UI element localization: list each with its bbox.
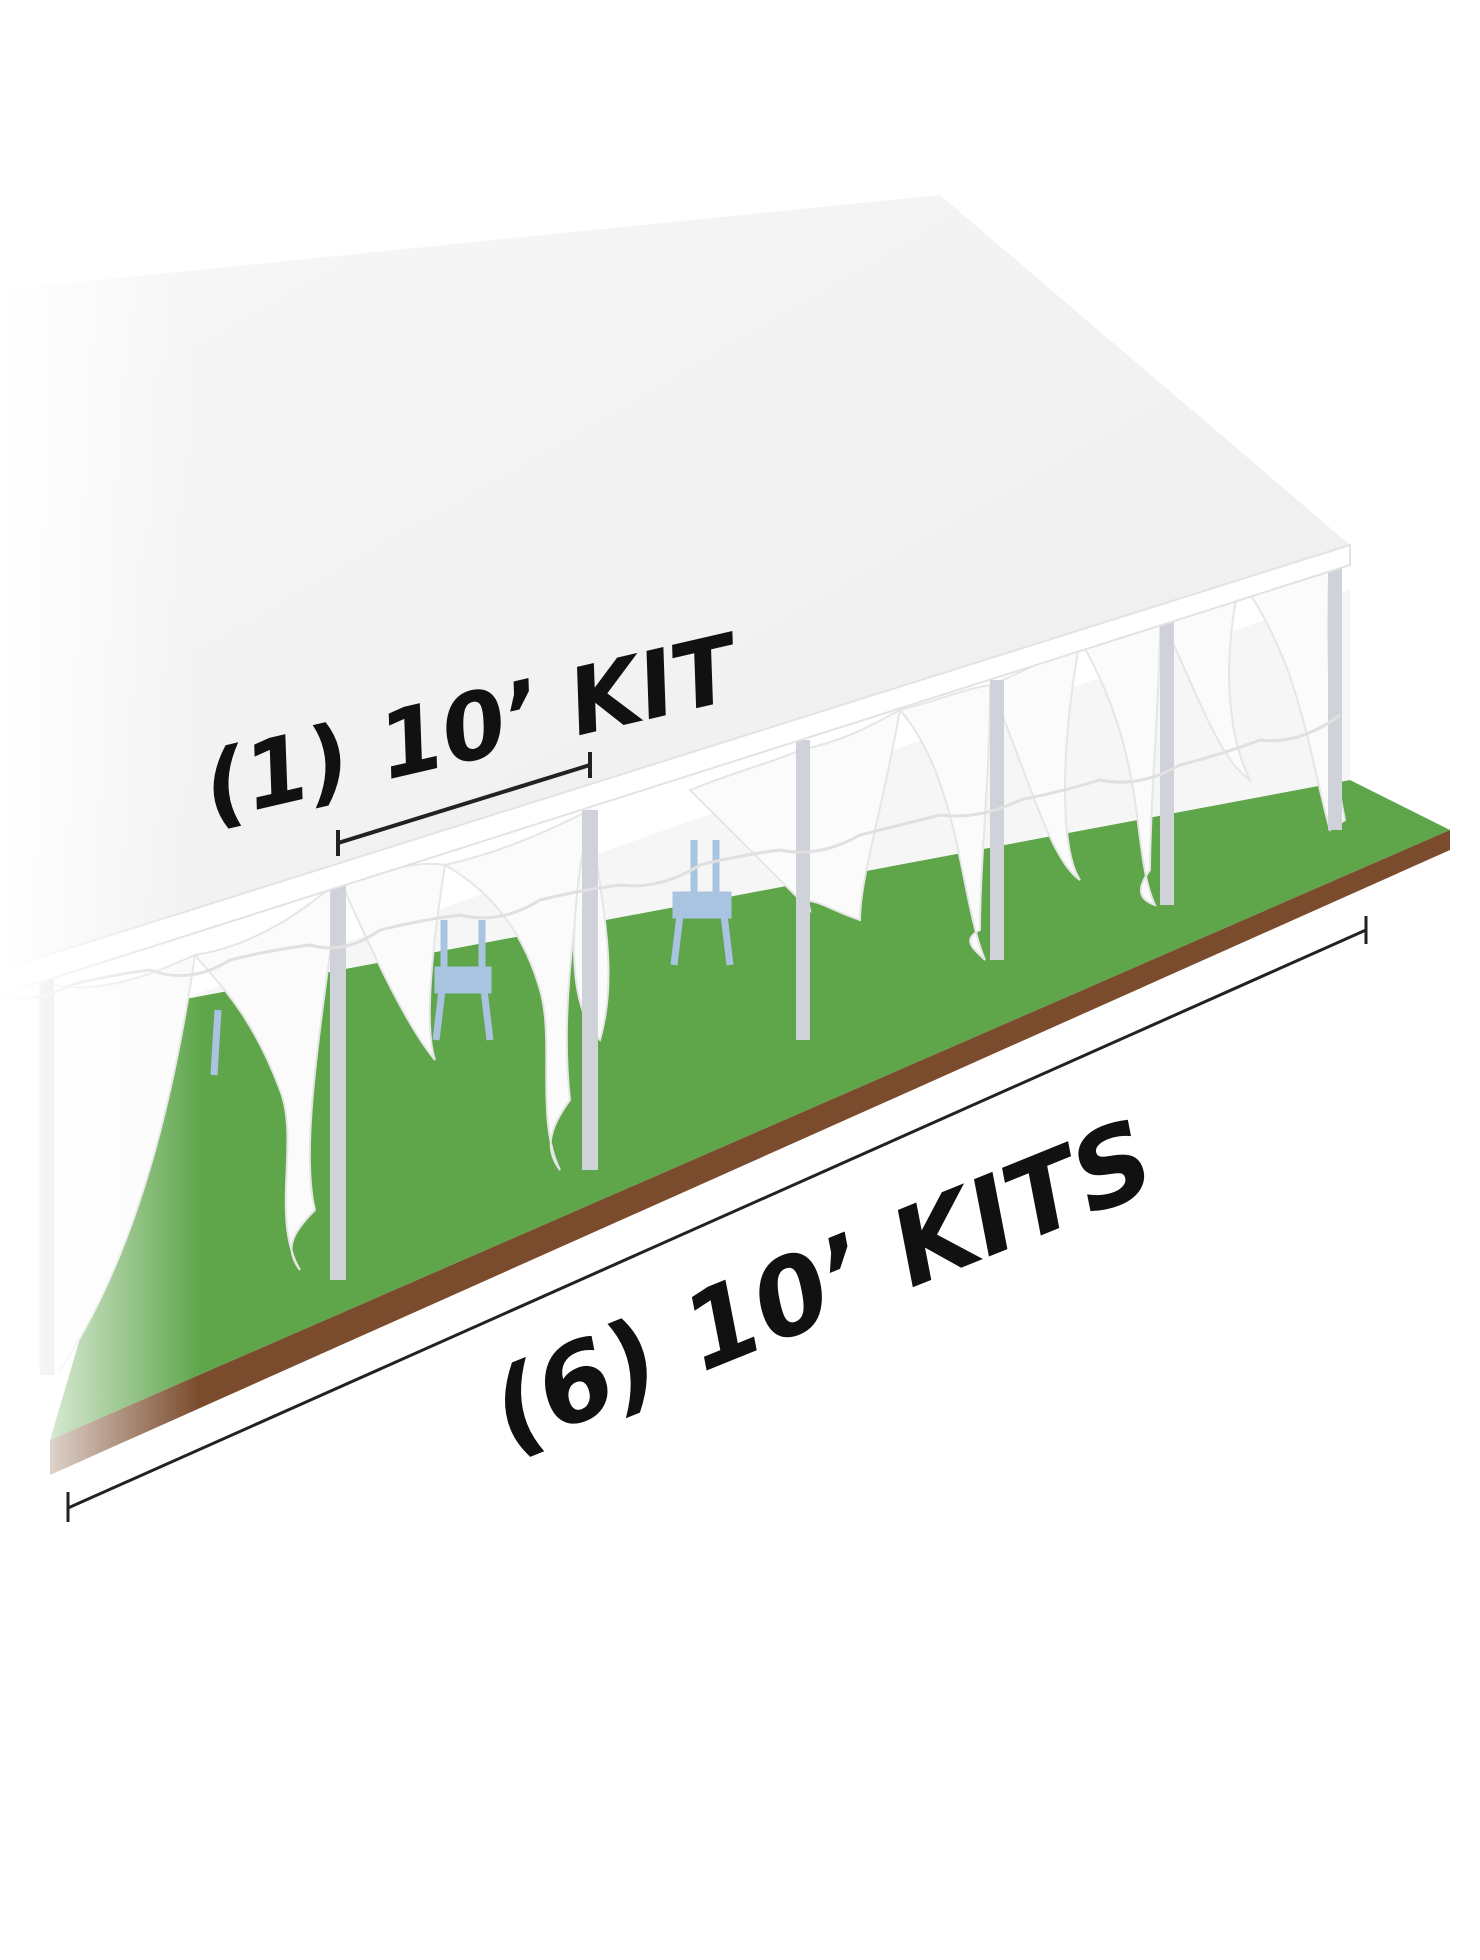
valance-scallops — [0, 713, 1341, 1000]
pole-7 — [1328, 555, 1342, 830]
soil-edge — [50, 830, 1450, 1475]
pole-3 — [582, 810, 598, 1170]
left-fade — [0, 0, 200, 1960]
total-kits-dimension — [66, 916, 1368, 1522]
grass-floor — [50, 780, 1450, 1440]
chair-1 — [432, 920, 494, 1041]
pole-5 — [990, 680, 1004, 960]
pole-6 — [1160, 615, 1174, 905]
chair-2 — [670, 840, 734, 966]
roof-valance — [0, 543, 1351, 997]
chair-3 — [210, 1009, 222, 1076]
single-kit-dimension — [336, 752, 592, 856]
pole-4 — [796, 740, 810, 1040]
tent-poles — [40, 555, 1342, 1375]
tent-roof — [0, 195, 1350, 970]
pole-2 — [330, 880, 346, 1280]
